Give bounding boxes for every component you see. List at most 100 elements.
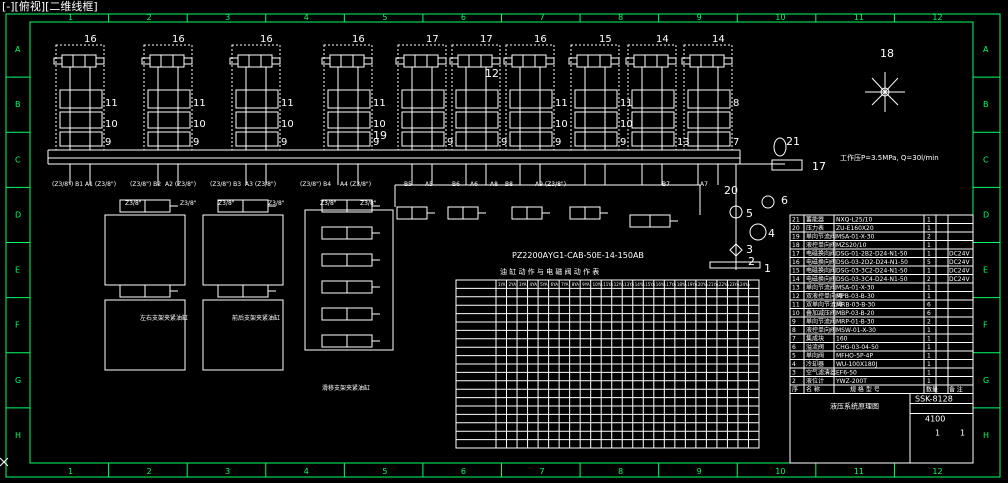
port-label-12: A6 xyxy=(470,181,478,188)
bom-name-12: 双液控单向阀 xyxy=(806,292,842,300)
viewport-tab-label[interactable]: [-][俯视][二维线框] xyxy=(2,0,98,13)
bom-no-17: 17 xyxy=(792,251,800,258)
pipe-size-3: Z3/8" xyxy=(218,200,235,207)
valve-sub-2: 11 xyxy=(193,98,206,109)
table-header-19: 19YA xyxy=(687,282,697,287)
table-header-21: 21YA xyxy=(708,282,718,287)
valve-labels: 1611109161110916111091611109179179161110… xyxy=(84,34,739,148)
row-marker-right-A: A xyxy=(983,45,989,54)
bom-model-21: NXQ-L25/10 xyxy=(836,217,872,224)
table-header-16: 16YA xyxy=(656,282,666,287)
cylinder-2 xyxy=(119,284,178,298)
valve-bot-7: 9 xyxy=(555,137,561,148)
row-marker-H: H xyxy=(15,431,21,440)
valve-bot-6: 9 xyxy=(501,137,507,148)
valve-mid-8: 10 xyxy=(620,119,633,130)
pipe-size-4: Z3/8" xyxy=(268,200,285,207)
symbol-ray-8 xyxy=(871,91,886,106)
bom-name-6: 溢流阀 xyxy=(806,343,824,351)
valve-number-3: 16 xyxy=(260,34,273,45)
valve-stack-10 xyxy=(681,44,733,185)
label-2: 2 xyxy=(748,255,755,268)
table-header-17: 17YA xyxy=(666,282,676,287)
sheet-number: 1 xyxy=(935,429,940,438)
valve-stack-9 xyxy=(625,44,677,185)
column-marker-bottom-1: 1 xyxy=(68,467,73,476)
column-marker-5: 5 xyxy=(382,13,387,22)
bom-no-14: 14 xyxy=(792,276,800,283)
port-label-10: A5 xyxy=(425,181,433,188)
bom-model-13: MSA-01-X-30 xyxy=(836,285,875,292)
row-marker-F: F xyxy=(15,321,20,330)
bom-name-4: 冷却器 xyxy=(806,360,824,368)
port-label-2: A1 (Z3/8") xyxy=(85,181,116,188)
label-1: 1 xyxy=(764,262,771,275)
port-label-4: A2 (Z3/8") xyxy=(165,181,196,188)
column-marker-bottom-11: 11 xyxy=(854,467,864,476)
caption-left: 左右支架夹紧油缸 xyxy=(140,314,188,322)
valve-number-10: 14 xyxy=(712,34,725,45)
valve-bot-9: 13 xyxy=(677,137,690,148)
table-header-11: 11YA xyxy=(603,282,613,287)
pump-unit xyxy=(709,164,775,270)
table-header-3: 3YA xyxy=(519,282,527,287)
column-marker-7: 7 xyxy=(540,13,545,22)
symbol-ray-6 xyxy=(884,91,899,106)
table-header-22: 22YA xyxy=(719,282,729,287)
bom-name-7: 集成块 xyxy=(806,335,824,343)
row-marker-G: G xyxy=(15,376,21,385)
bom-name-13: 单向节流阀 xyxy=(806,284,836,292)
bom-header-note: 备 注 xyxy=(949,386,963,394)
sheet-total: 1 xyxy=(960,429,965,438)
column-marker-10: 10 xyxy=(775,13,785,22)
bom-note-16: DC24V xyxy=(949,259,970,266)
valve-bot-10: 7 xyxy=(733,137,739,148)
table-header-13: 13YA xyxy=(624,282,634,287)
valve-stack-3 xyxy=(229,44,281,185)
cylinder-small-1 xyxy=(396,206,435,220)
table-header-18: 18YA xyxy=(677,282,687,287)
row-marker-A: A xyxy=(15,45,21,54)
valve-bot-4: 9 xyxy=(373,137,379,148)
valve-number-5: 17 xyxy=(426,34,439,45)
bom-no-15: 15 xyxy=(792,268,800,275)
cylinder-small-4 xyxy=(569,206,608,220)
bom-model-19: MSA-01-X-30 xyxy=(836,234,875,241)
drawing-title: 液压系统原理图 xyxy=(830,402,879,411)
solenoid-symbol-18 xyxy=(865,72,905,112)
row-marker-right-C: C xyxy=(983,155,989,164)
cylinder-stack-6 xyxy=(321,334,380,348)
cylinder-stack-1 xyxy=(321,199,380,213)
column-marker-bottom-8: 8 xyxy=(618,467,623,476)
pipe-size-5: Z3/8" xyxy=(320,200,337,207)
label-17: 17 xyxy=(812,160,826,173)
port-label-17: A7 xyxy=(700,181,708,188)
table-header-9: 9YA xyxy=(582,282,590,287)
bom-qty-10: 6 xyxy=(927,310,931,317)
bom-model-20: ZU-E160X20 xyxy=(836,225,874,232)
row-marker-right-E: E xyxy=(983,266,988,275)
bom-model-3: EF6-50 xyxy=(836,370,857,377)
bom-qty-14: 2 xyxy=(927,276,931,283)
valve-number-1: 16 xyxy=(84,34,97,45)
bom-no-9: 9 xyxy=(792,319,796,326)
valve-stack-2 xyxy=(141,44,193,185)
column-marker-6: 6 xyxy=(461,13,466,22)
bom-qty-2: 1 xyxy=(927,378,931,385)
cylinder-stack-5 xyxy=(321,307,380,321)
bom-header-name: 名 称 xyxy=(806,386,820,394)
valve-number-8: 15 xyxy=(599,34,612,45)
pipe-size-2: Z3/8" xyxy=(180,200,197,207)
column-marker-bottom-6: 6 xyxy=(461,467,466,476)
table-header-24: 24YA xyxy=(740,282,750,287)
action-table-title: 油 缸 动 作 与 电 磁 阀 动 作 表 xyxy=(500,267,599,276)
bom-name-15: 电磁换向阀 xyxy=(806,267,836,275)
cylinder-stack-3 xyxy=(321,253,380,267)
valve-bot-5: 9 xyxy=(447,137,453,148)
cylinder-stack-4 xyxy=(321,280,380,294)
bom-qty-17: 1 xyxy=(927,251,931,258)
bom-no-10: 10 xyxy=(792,310,800,317)
valve-number-7: 16 xyxy=(534,34,547,45)
